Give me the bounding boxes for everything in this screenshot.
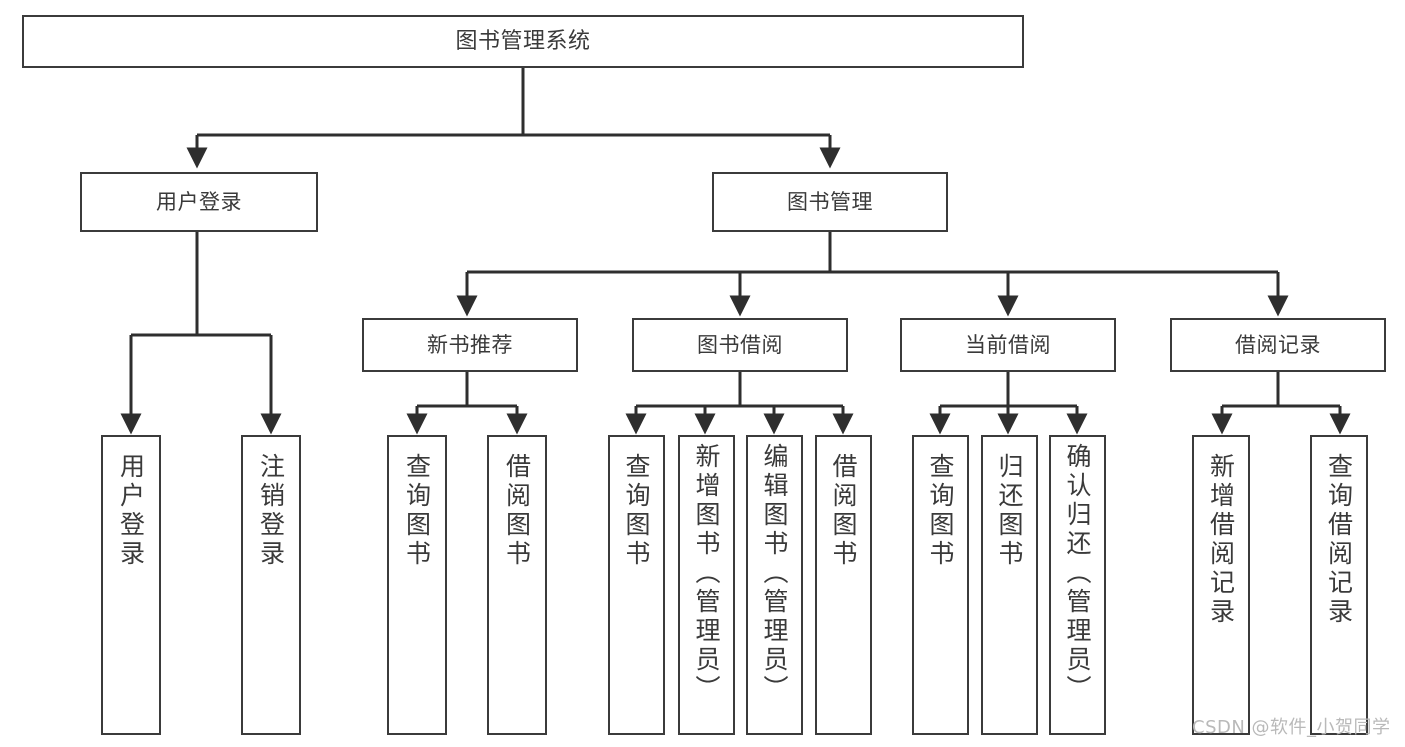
leaf-current-confirm-return-admin[interactable]: 确认归还（管理员）	[1049, 435, 1106, 735]
node-label: 图书借阅	[697, 332, 783, 357]
node-label: 归还图书	[995, 453, 1024, 569]
node-label: 注销登录	[256, 453, 286, 569]
csdn-watermark: CSDN @软件_小贺同学	[1192, 717, 1391, 738]
leaf-borrow-edit-book-admin[interactable]: 编辑图书（管理员）	[746, 435, 803, 735]
leaf-record-query-record[interactable]: 查询借阅记录	[1310, 435, 1368, 735]
node-label: 编辑图书（管理员）	[760, 443, 789, 704]
leaf-recommend-query-book[interactable]: 查询图书	[387, 435, 447, 735]
node-label: 新增借阅记录	[1206, 453, 1236, 627]
node-label: 新书推荐	[427, 332, 513, 357]
leaf-recommend-borrow-book[interactable]: 借阅图书	[487, 435, 547, 735]
node-book-management[interactable]: 图书管理	[712, 172, 948, 232]
node-label: 查询图书	[926, 453, 955, 569]
node-label: 查询借阅记录	[1324, 453, 1354, 627]
node-label: 当前借阅	[965, 332, 1051, 357]
node-label: 查询图书	[402, 453, 432, 569]
leaf-borrow-borrow-book[interactable]: 借阅图书	[815, 435, 872, 735]
node-label: 用户登录	[116, 453, 146, 569]
leaf-record-add-record[interactable]: 新增借阅记录	[1192, 435, 1250, 735]
node-current-borrow[interactable]: 当前借阅	[900, 318, 1116, 372]
leaf-current-return-book[interactable]: 归还图书	[981, 435, 1038, 735]
leaf-borrow-add-book-admin[interactable]: 新增图书（管理员）	[678, 435, 735, 735]
node-label: 借阅图书	[829, 453, 858, 569]
node-label: 用户登录	[156, 189, 242, 214]
node-label: 新增图书（管理员）	[692, 443, 721, 704]
node-label: 图书管理系统	[455, 28, 591, 54]
node-label: 确认归还（管理员）	[1063, 443, 1092, 704]
leaf-user-login-logout[interactable]: 注销登录	[241, 435, 301, 735]
node-root-system[interactable]: 图书管理系统	[22, 15, 1024, 68]
node-label: 查询图书	[622, 453, 651, 569]
node-user-login[interactable]: 用户登录	[80, 172, 318, 232]
node-label: 图书管理	[787, 189, 873, 214]
node-label: 借阅图书	[502, 453, 532, 569]
leaf-user-login-login[interactable]: 用户登录	[101, 435, 161, 735]
node-borrow-record[interactable]: 借阅记录	[1170, 318, 1386, 372]
node-book-borrow[interactable]: 图书借阅	[632, 318, 848, 372]
leaf-current-query-book[interactable]: 查询图书	[912, 435, 969, 735]
node-label: 借阅记录	[1235, 332, 1321, 357]
node-new-book-recommend[interactable]: 新书推荐	[362, 318, 578, 372]
leaf-borrow-query-book[interactable]: 查询图书	[608, 435, 665, 735]
